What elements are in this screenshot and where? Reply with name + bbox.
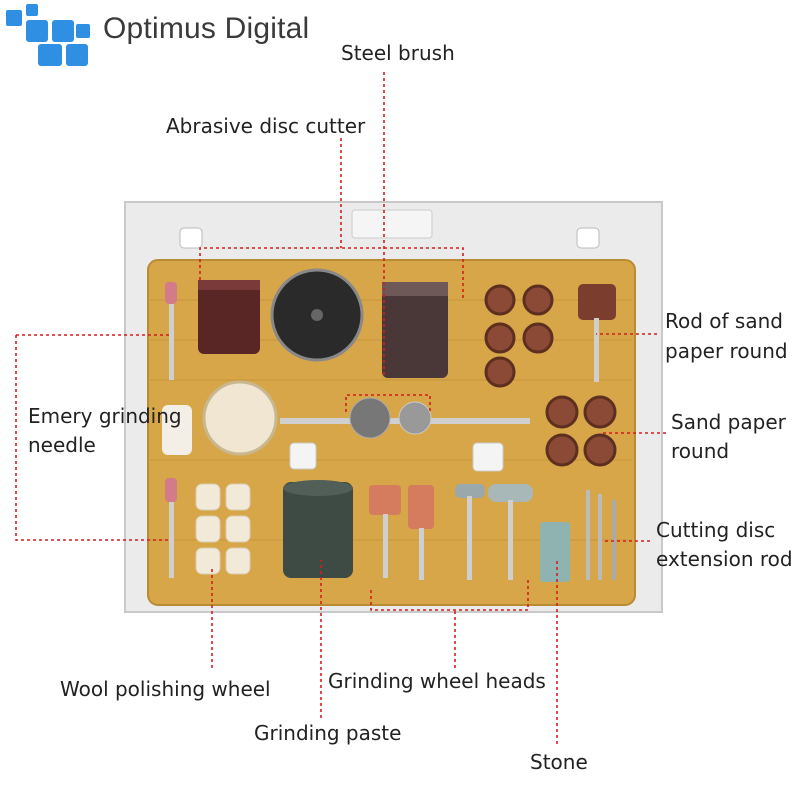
label-cutting-disc-line1: Cutting disc <box>656 518 776 542</box>
label-rod-sand-paper-line1: Rod of sand <box>665 309 783 333</box>
label-grinding-wheel-heads: Grinding wheel heads <box>328 669 546 693</box>
label-emery-needle-line1: Emery grinding <box>28 404 182 428</box>
label-emery-needle-line2: needle <box>28 433 96 457</box>
label-rod-sand-paper-line2: paper round <box>665 339 788 363</box>
label-abrasive-disc-cutter: Abrasive disc cutter <box>166 114 366 138</box>
label-steel-brush: Steel brush <box>341 41 455 65</box>
label-grinding-paste: Grinding paste <box>254 721 402 745</box>
label-cutting-disc-line2: extension rod <box>656 547 793 571</box>
label-wool-polishing-wheel: Wool polishing wheel <box>60 677 271 701</box>
brand-name: Optimus Digital <box>103 12 310 45</box>
label-sand-paper-line1: Sand paper <box>671 410 786 434</box>
label-stone: Stone <box>530 750 588 774</box>
label-sand-paper-line2: round <box>671 439 730 463</box>
brand-logo-icon <box>4 4 96 66</box>
